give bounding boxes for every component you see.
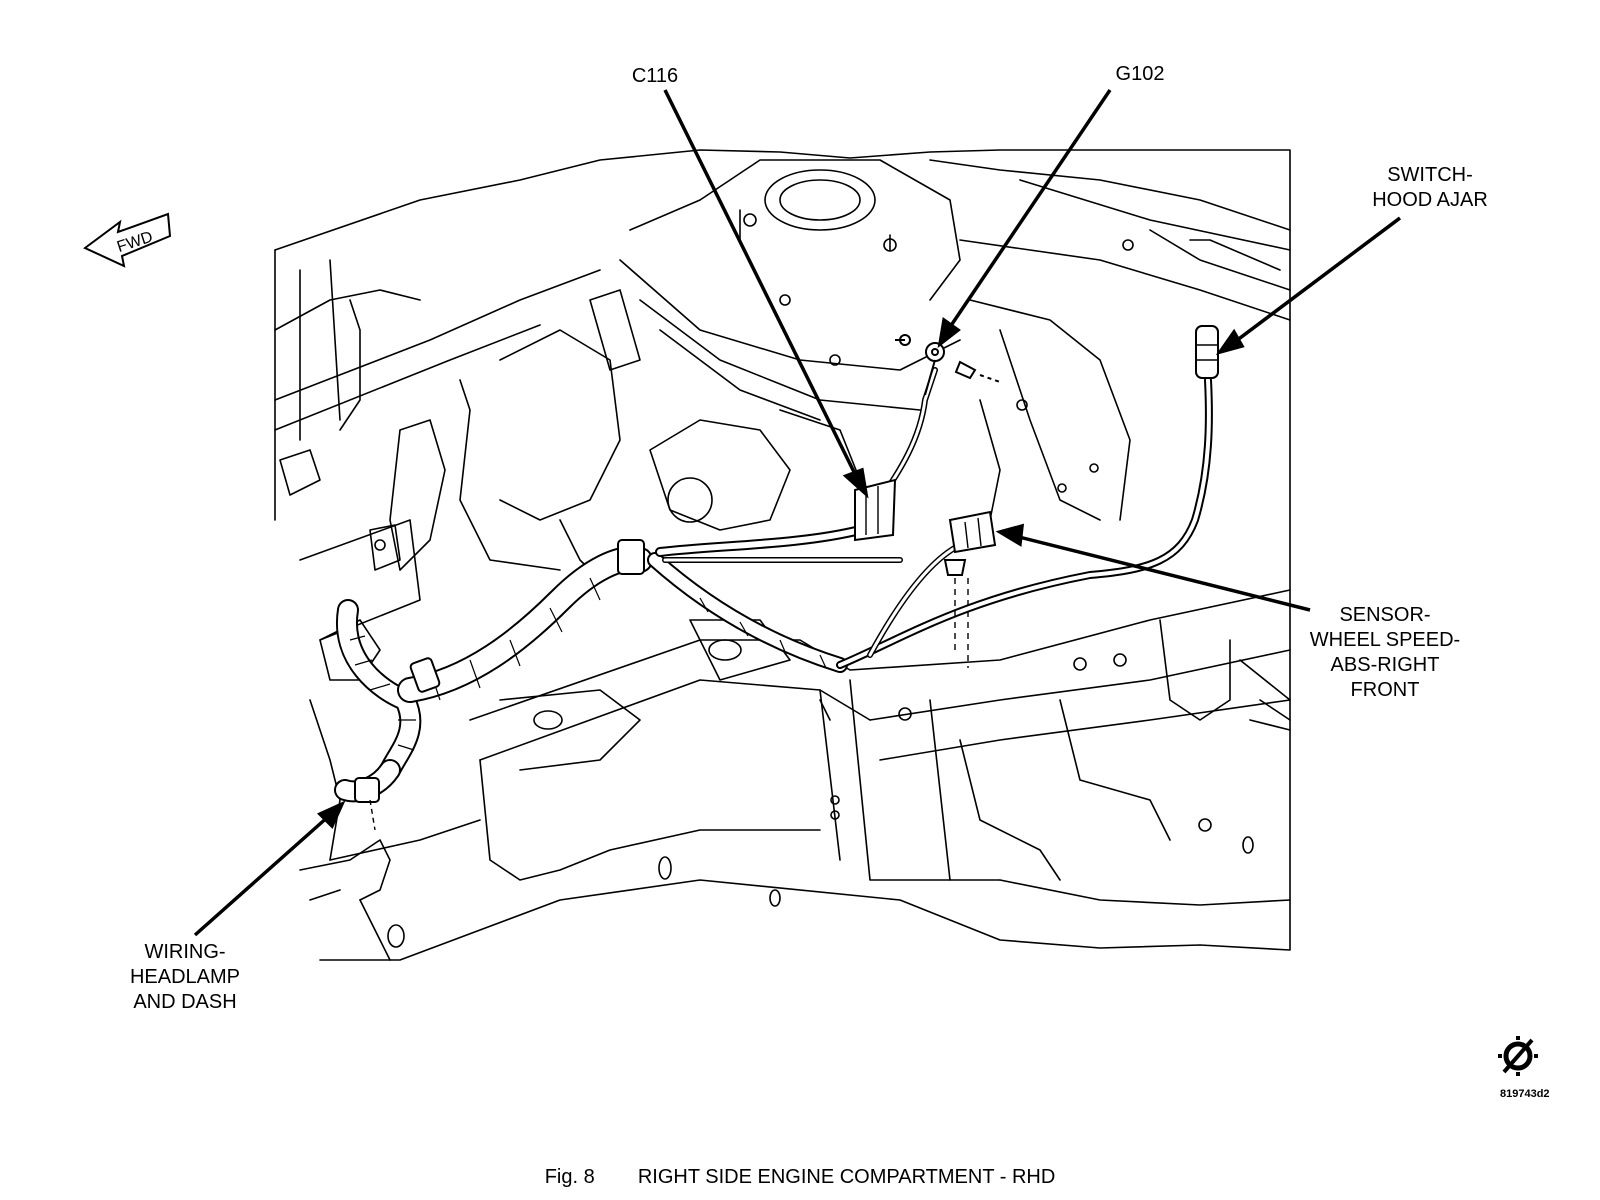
c116-leader xyxy=(663,89,860,481)
g102-leader xyxy=(946,89,1112,331)
switch-leader xyxy=(1230,216,1402,346)
forward-arrow-icon xyxy=(83,212,172,268)
harness-clip xyxy=(354,777,380,803)
headlamp-dash-harness xyxy=(334,367,1213,803)
figure-title: RIGHT SIDE ENGINE COMPARTMENT - RHD xyxy=(637,1166,1056,1188)
sensor-leader xyxy=(1014,534,1311,612)
figure-code: 819743d2 xyxy=(1500,1088,1550,1100)
switch-hood-ajar-label: SWITCH- HOOD AJAR xyxy=(1372,164,1488,211)
hood-ajar-switch xyxy=(1195,325,1219,379)
sensor-wheel-speed-label: SENSOR- WHEEL SPEED- ABS-RIGHT FRONT xyxy=(1309,604,1461,701)
wheel-speed-connector xyxy=(943,510,997,668)
figure-number: Fig. 8 xyxy=(544,1166,595,1188)
harness-clip xyxy=(409,657,441,693)
g102-ground xyxy=(895,334,1001,396)
wiring-headlamp-dash-label: WIRING- HEADLAMP AND DASH xyxy=(129,941,241,1013)
c116-label: C116 xyxy=(631,65,679,87)
gear-slash-icon xyxy=(1498,1036,1538,1076)
frame-rail xyxy=(469,589,1291,721)
wiring-leader xyxy=(193,813,332,937)
figure-caption: Fig. 8 RIGHT SIDE ENGINE COMPARTMENT - R… xyxy=(0,1166,1600,1189)
g102-label: G102 xyxy=(1115,63,1165,85)
shock-tower-top xyxy=(764,169,876,231)
body-outline xyxy=(274,149,1291,961)
harness-clip xyxy=(617,539,645,575)
leader-lines xyxy=(193,89,1402,937)
